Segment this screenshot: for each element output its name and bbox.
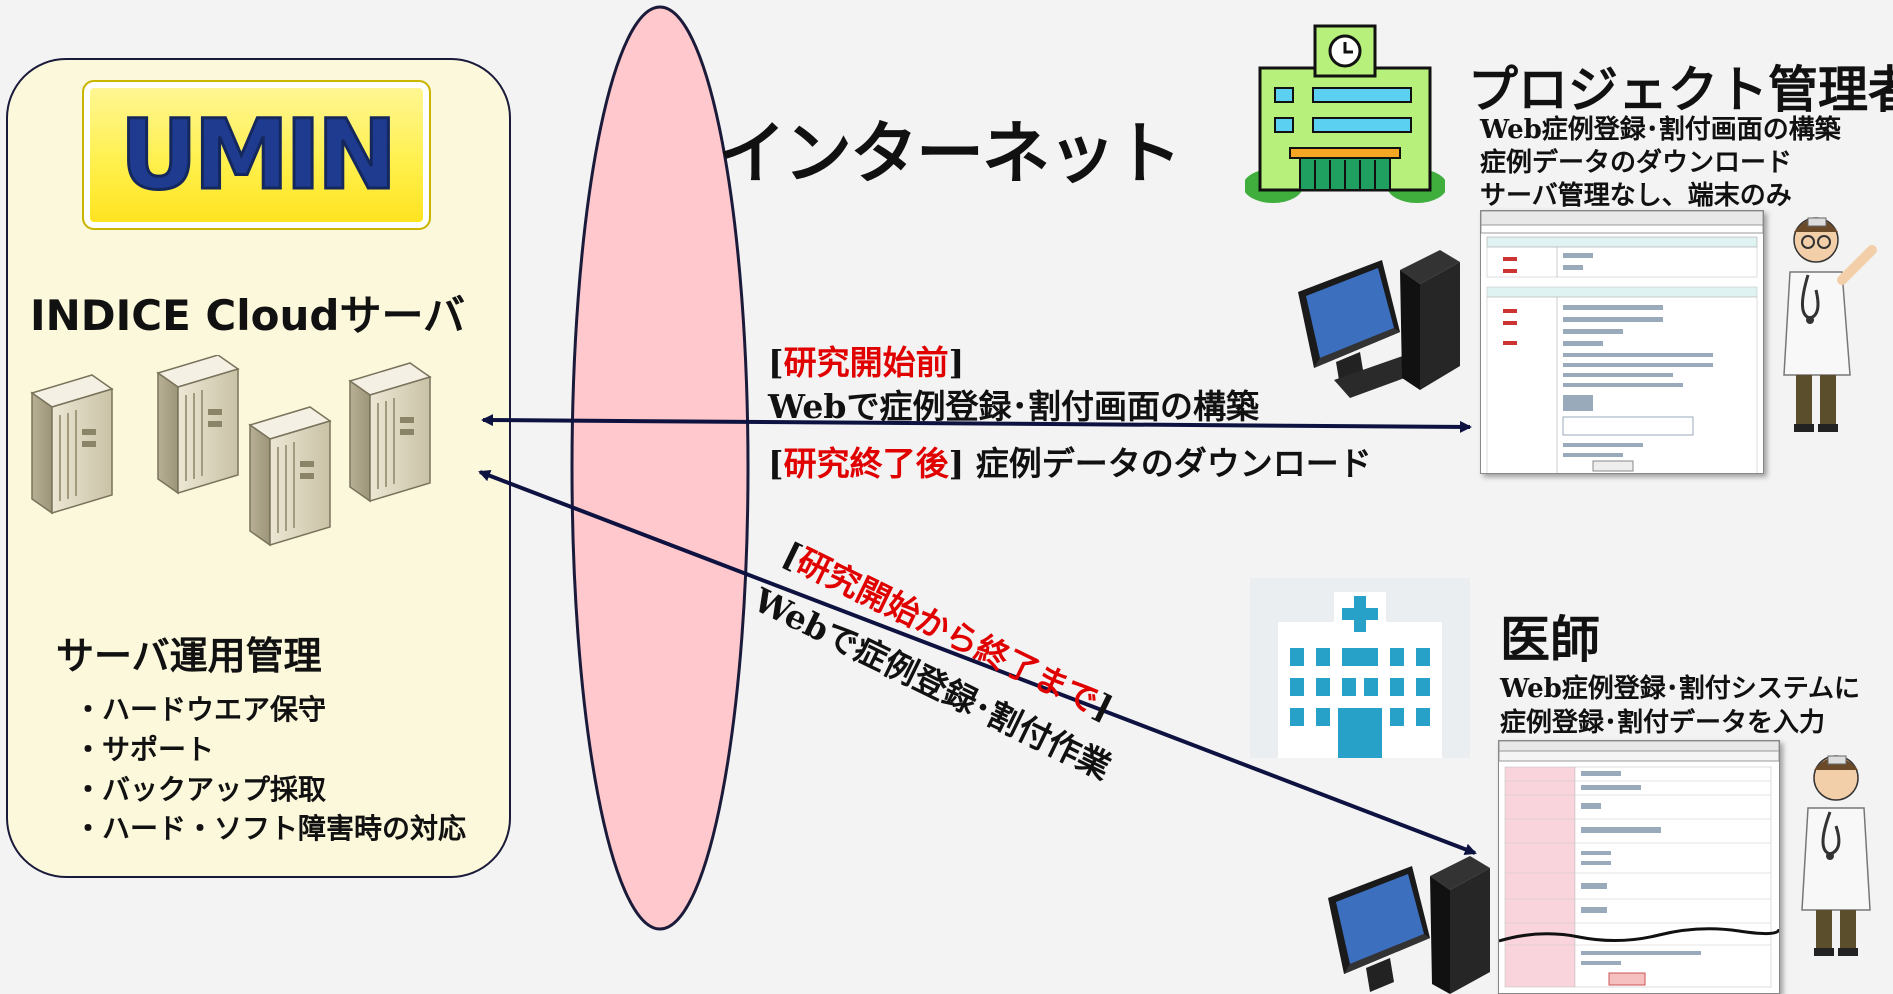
lower-arrow [478,469,1477,856]
doctor-figure-top [1783,217,1877,432]
ops-item: ・ハード・ソフト障害時の対応 [74,812,467,845]
doctor-desc-line: Web症例登録･割付システムに [1500,674,1861,704]
pm-desc-line: サーバ管理なし、端末のみ [1480,181,1792,211]
desktop-computer-icon-bottom [1328,856,1490,994]
bracket-open: [ [768,444,784,483]
data-entry-form-preview [1498,740,1780,994]
doctor-desc-line: 症例登録･割付データを入力 [1500,708,1826,738]
pm-desc-line: Web症例登録･割付画面の構築 [1480,115,1841,145]
pm-desc-line: 症例データのダウンロード [1480,148,1793,178]
ops-item: ・ハードウエア保守 [74,693,327,726]
post-phase: 研究終了後 [783,444,949,483]
umin-logo: UMIN [82,80,431,230]
umin-logo-text: UMIN [118,98,399,213]
doctor-title: 医師 [1500,611,1600,669]
pre-phase: 研究開始前 [783,343,949,382]
ops-item: ・バックアップ採取 [74,773,327,806]
doctor-figure-bottom [1801,755,1871,956]
post-study-label: [研究終了後] 症例データのダウンロード [768,437,1372,485]
ops-item: ・サポート [74,733,215,766]
pm-title: プロジェクト管理者 [1468,61,1893,119]
bracket-close: ] [948,444,965,483]
desktop-computer-icon [1298,250,1460,398]
bracket-close: ] [948,343,965,382]
bracket-open: [ [768,343,784,382]
hospital-icon [1250,578,1470,758]
internet-label: インターネット [718,115,1182,194]
pre-study-text: Webで症例登録･割付画面の構築 [768,387,1259,426]
pre-study-label: [研究開始前] [768,336,964,384]
upper-arrow [481,414,1472,433]
ops-title: サーバ運用管理 [56,634,322,678]
registration-form-preview [1480,210,1764,474]
server-title: INDICE Cloudサーバ [30,291,466,340]
post-study-text: 症例データのダウンロード [975,444,1372,483]
office-building-icon [1245,24,1445,203]
